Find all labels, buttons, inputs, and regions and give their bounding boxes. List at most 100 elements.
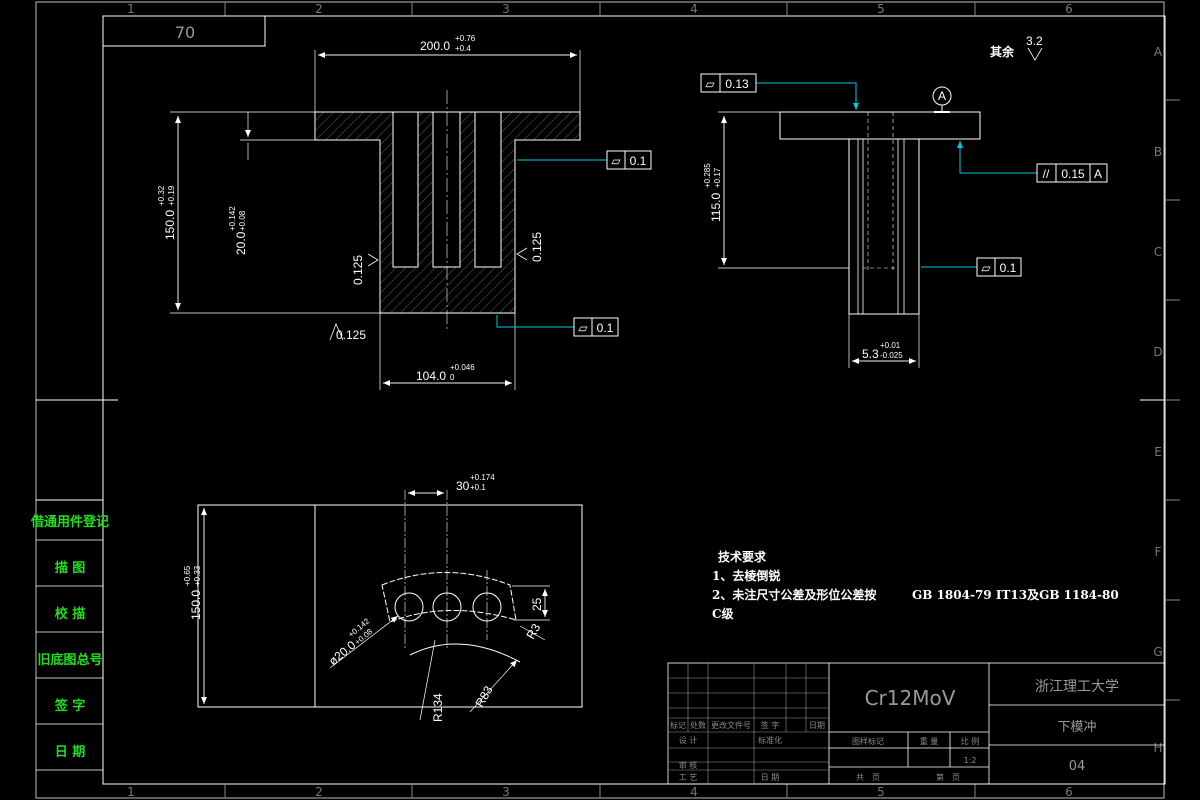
front-dim-top-lower: +0.4: [455, 44, 471, 53]
zone-row-h: H: [1153, 741, 1162, 755]
tb-sheet: 第 页: [936, 772, 960, 782]
top-dim-slot: 25: [530, 597, 544, 611]
tb-mark: 标记: [670, 720, 686, 730]
title-block-labels: 标记 处数 更改文件号 签 字 日期 设 计 标准化 审 核 工 艺 日 期 图…: [670, 720, 979, 782]
side-label-old-no: 旧底图总号: [37, 652, 102, 668]
slot-3: [474, 111, 502, 268]
front-flatness-right-value: 0.1: [630, 154, 647, 168]
roughness-label: 其余: [990, 44, 1015, 59]
roughness-value: 3.2: [1026, 34, 1043, 48]
title-part-name: 下模冲: [1057, 720, 1096, 735]
tb-total: 共 页: [856, 773, 880, 782]
front-finish-right: 0.125: [530, 232, 544, 262]
sheet-frame: [35, 1, 1180, 799]
side-flatness-symbol: ▱: [981, 261, 991, 275]
zone-col-1: 1: [127, 2, 135, 16]
side-parallel-frame: [1036, 163, 1108, 183]
front-dim-bottom: 104.0: [416, 369, 446, 383]
side-label-date: 日 期: [55, 745, 86, 760]
front-dim-flange: 20.0: [234, 231, 248, 255]
side-flatness-top-frame: [700, 73, 757, 93]
tb-date-col: 日期: [809, 721, 825, 730]
front-flatness-right-symbol: ▱: [611, 154, 621, 168]
title-block: [667, 662, 1166, 785]
front-flatness-right-frame: [606, 150, 652, 170]
side-dim-width-upper: +0.01: [880, 341, 901, 350]
side-flatness-top-value: 0.13: [725, 77, 749, 91]
datum-label: A: [938, 89, 946, 103]
zone-row-d: D: [1153, 345, 1162, 359]
tb-change-doc: 更改文件号: [711, 720, 751, 730]
side-label-register: 借通用件登记: [30, 514, 109, 530]
front-dim-top-upper: +0.76: [455, 34, 476, 43]
front-dim-flange-lower: +0.08: [238, 210, 247, 231]
front-flatness-bottom-frame: [573, 317, 619, 337]
zone-col-2: 2: [315, 2, 323, 16]
side-view-flange: [779, 111, 981, 140]
tech-line-2-standard: GB 1804-79 IT13及GB 1184-80: [912, 588, 1119, 602]
title-school: 浙江理工大学: [1035, 679, 1119, 695]
top-dim-height: 150.0: [189, 590, 203, 620]
front-dim-height-lower: +0.19: [167, 185, 176, 206]
tb-scale-label: 比 例: [961, 736, 980, 746]
tb-scale-value: 1:2: [964, 756, 977, 765]
side-flatness-top-symbol: ▱: [705, 77, 715, 91]
zone-col-6: 6: [1065, 2, 1073, 16]
slot-2: [432, 111, 461, 268]
top-dim-spacing-lower: +0.1: [470, 483, 486, 492]
tb-weight: 重 量: [920, 736, 939, 746]
title-material: Cr12MoV: [865, 686, 956, 710]
side-dim-width-lower: -0.025: [880, 351, 903, 360]
front-dim-height-upper: +0.32: [157, 185, 166, 206]
zone-row-g: G: [1153, 645, 1162, 659]
side-dim-height: 115.0: [709, 193, 723, 222]
zone-row-c: C: [1154, 245, 1162, 259]
top-view-outline: [197, 504, 583, 708]
side-parallel-symbol: //: [1043, 167, 1050, 181]
front-dim-top: 200.0: [420, 39, 450, 53]
zone-row-b: B: [1154, 145, 1162, 159]
front-view: 200.0 +0.76 +0.4 150.0 +0.32 +0.19 20.0 …: [157, 34, 652, 390]
top-radius-small: R3: [523, 621, 543, 642]
tb-date: 日 期: [761, 773, 780, 782]
side-view: 115.0 +0.285 +0.17 5.3 +0.01 -0.025 A ▱ …: [700, 34, 1108, 368]
zone-col-3-bottom: 3: [502, 785, 510, 799]
zone-col-2-bottom: 2: [315, 785, 323, 799]
top-dim-height-upper: +0.65: [183, 565, 192, 586]
side-flatness-value: 0.1: [1000, 261, 1017, 275]
top-dim-spacing-upper: +0.174: [470, 473, 495, 482]
tb-sign: 签 字: [761, 720, 780, 730]
zone-labels: 1 2 3 4 5 6 1 2 3 4 5 6 A B C D E F G H: [127, 2, 1163, 799]
tech-line-3: C级: [712, 606, 734, 621]
side-dim-height-upper: +0.285: [703, 163, 712, 188]
arc-slot-outline: [381, 572, 517, 623]
zone-col-3: 3: [502, 2, 510, 16]
hole-1: [394, 592, 424, 622]
top-dim-spacing: 30: [456, 479, 470, 493]
slot-1: [392, 111, 419, 268]
side-label-column: 借通用件登记 描 图 校 描 旧底图总号 签 字 日 期: [30, 499, 109, 771]
zone-row-a: A: [1154, 45, 1163, 59]
front-dim-height: 150.0: [163, 210, 177, 240]
zone-col-4: 4: [690, 2, 698, 16]
tb-standard: 标准化: [758, 735, 782, 745]
tech-line-2: 2、未注尺寸公差及形位公差按: [712, 587, 876, 602]
front-flatness-bottom-symbol: ▱: [578, 321, 588, 335]
front-flatness-bottom-value: 0.1: [597, 321, 614, 335]
front-dim-flange-upper: +0.142: [228, 206, 237, 231]
top-view: 30 +0.174 +0.1 150.0 +0.65 +0.33 25 R3 ø…: [183, 473, 583, 722]
side-label-check: 校 描: [55, 606, 86, 622]
tech-title: 技术要求: [718, 549, 767, 564]
front-dim-bottom-lower: 0: [450, 373, 455, 382]
side-dim-height-lower: +0.17: [713, 167, 722, 188]
zone-col-5: 5: [877, 2, 885, 16]
tb-pattern-mark: 图样标记: [852, 736, 884, 746]
front-dim-bottom-upper: +0.046: [450, 363, 475, 372]
tech-line-1: 1、去棱倒锐: [712, 568, 780, 583]
front-finish-left: 0.125: [351, 255, 365, 285]
tb-design: 设 计: [679, 735, 698, 745]
zone-col-1-bottom: 1: [127, 785, 135, 799]
side-view-body: [848, 138, 920, 315]
zone-row-e: E: [1154, 445, 1162, 459]
